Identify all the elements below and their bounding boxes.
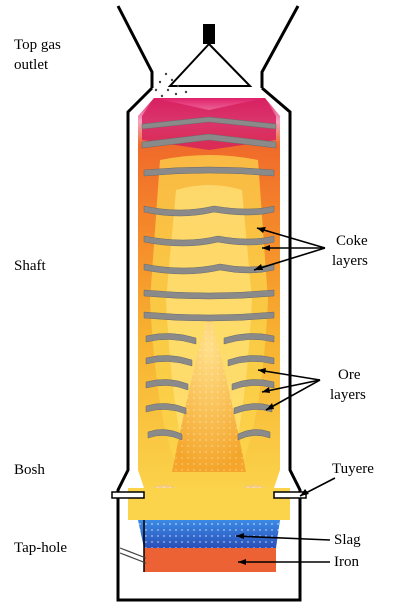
label-shaft: Shaft bbox=[14, 258, 46, 275]
tap-hole-channel bbox=[120, 548, 146, 563]
label-tap-hole: Tap-hole bbox=[14, 540, 67, 557]
label-tuyere: Tuyere bbox=[332, 461, 374, 478]
label-ore-line1: Ore bbox=[338, 367, 361, 384]
top-hopper bbox=[118, 6, 298, 88]
label-top-gas-outlet-line1: Top gas bbox=[14, 37, 61, 54]
label-top-gas-outlet-line2: outlet bbox=[14, 57, 48, 74]
label-bosh: Bosh bbox=[14, 462, 45, 479]
label-coke-line2: layers bbox=[332, 253, 368, 270]
label-slag: Slag bbox=[334, 532, 361, 549]
label-coke-line1: Coke bbox=[336, 233, 368, 250]
hearth bbox=[128, 488, 290, 572]
label-iron: Iron bbox=[334, 554, 359, 571]
label-ore-line2: layers bbox=[330, 387, 366, 404]
